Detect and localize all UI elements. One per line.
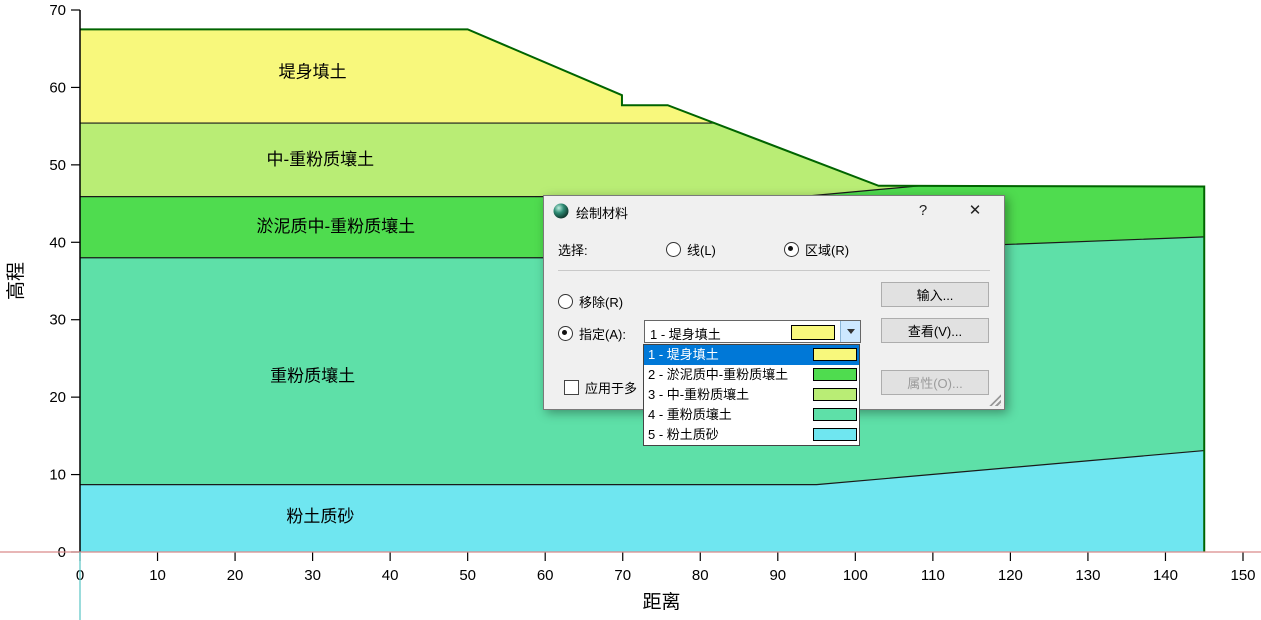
x-tick-label: 40: [382, 567, 399, 584]
combobox-color-swatch: [791, 325, 835, 340]
x-tick-label: 80: [692, 567, 709, 584]
input-button[interactable]: 输入...: [881, 282, 989, 307]
y-tick-label: 70: [49, 2, 66, 19]
combobox-dropdown-button[interactable]: [840, 321, 860, 342]
combobox-value: 1 - 堤身填土: [650, 327, 721, 342]
layer-label: 堤身填土: [279, 62, 347, 81]
help-button[interactable]: ?: [918, 202, 928, 219]
y-tick-label: 30: [49, 312, 66, 329]
material-color-swatch: [813, 368, 857, 381]
material-dropdown-list: 1 - 堤身填土 2 - 淤泥质中-重粉质壤土 3 - 中-重粉质壤土 4 - 重粉质…: [643, 344, 860, 446]
dialog-titlebar[interactable]: 绘制材料 ? ✕: [544, 196, 1004, 226]
material-color-swatch: [813, 428, 857, 441]
x-tick-label: 10: [149, 567, 166, 584]
x-tick-label: 110: [921, 567, 945, 584]
region-radio-label: 区域(R): [805, 243, 850, 258]
x-tick-label: 90: [769, 567, 786, 584]
material-option-label: 5 - 粉土质砂: [648, 427, 719, 442]
material-option[interactable]: 4 - 重粉质壤土: [644, 405, 859, 425]
x-tick-label: 140: [1153, 567, 1178, 584]
layer-boundary-4: [80, 449, 1205, 486]
apply-checkbox-label: 应用于多: [585, 381, 638, 396]
material-option-label: 2 - 淤泥质中-重粉质壤土: [648, 367, 789, 382]
material-option[interactable]: 2 - 淤泥质中-重粉质壤土: [644, 365, 859, 385]
profile-outline: [80, 28, 1206, 552]
y-tick-label: 40: [49, 234, 66, 251]
dialog-title: 绘制材料: [576, 206, 629, 221]
x-axis-label: 距离: [642, 591, 680, 613]
x-tick-label: 50: [459, 567, 476, 584]
remove-radio-label: 移除(R): [579, 295, 624, 310]
material-option-label: 4 - 重粉质壤土: [648, 407, 732, 422]
chevron-down-icon: [846, 329, 855, 334]
region-radio[interactable]: [784, 242, 799, 257]
dialog-icon: [553, 203, 569, 219]
line-radio[interactable]: [666, 242, 681, 257]
x-tick-label: 130: [1075, 567, 1100, 584]
y-tick-label: 50: [49, 157, 66, 174]
material-color-swatch: [813, 348, 857, 361]
x-tick-label: 100: [843, 567, 868, 584]
material-option-label: 1 - 堤身填土: [648, 347, 719, 362]
y-axis-label: 高程: [5, 262, 27, 300]
material-color-swatch: [813, 408, 857, 421]
x-tick-label: 20: [227, 567, 244, 584]
x-tick-label: 70: [614, 567, 631, 584]
separator: [558, 270, 990, 271]
properties-button: 属性(O)...: [881, 370, 989, 395]
layer-label: 淤泥质中-重粉质壤土: [257, 216, 416, 236]
material-color-swatch: [813, 388, 857, 401]
assign-radio-label: 指定(A):: [579, 327, 626, 342]
material-combobox[interactable]: 1 - 堤身填土: [644, 320, 861, 343]
layer-label: 中-重粉质壤土: [267, 149, 375, 169]
view-button[interactable]: 查看(V)...: [881, 318, 989, 343]
apply-checkbox[interactable]: [564, 380, 579, 395]
material-option[interactable]: 3 - 中-重粉质壤土: [644, 385, 859, 405]
close-button[interactable]: ✕: [968, 202, 982, 219]
x-tick-label: 30: [304, 567, 321, 584]
x-tick-label: 120: [998, 567, 1023, 584]
layer-label: 粉土质砂: [286, 507, 354, 526]
remove-radio[interactable]: [558, 294, 573, 309]
material-option[interactable]: 1 - 堤身填土: [644, 345, 859, 365]
resize-grip[interactable]: [988, 393, 1001, 406]
x-tick-label: 150: [1230, 567, 1255, 584]
select-label: 选择:: [558, 243, 588, 258]
layer-label: 重粉质壤土: [270, 366, 355, 386]
y-tick-label: 10: [49, 467, 66, 484]
material-option-label: 3 - 中-重粉质壤土: [648, 387, 750, 402]
line-radio-label: 线(L): [687, 243, 716, 258]
y-tick-label: 60: [49, 79, 66, 96]
assign-radio[interactable]: [558, 326, 573, 341]
x-tick-label: 60: [537, 567, 554, 584]
y-tick-label: 20: [49, 389, 66, 406]
material-option[interactable]: 5 - 粉土质砂: [644, 425, 859, 445]
